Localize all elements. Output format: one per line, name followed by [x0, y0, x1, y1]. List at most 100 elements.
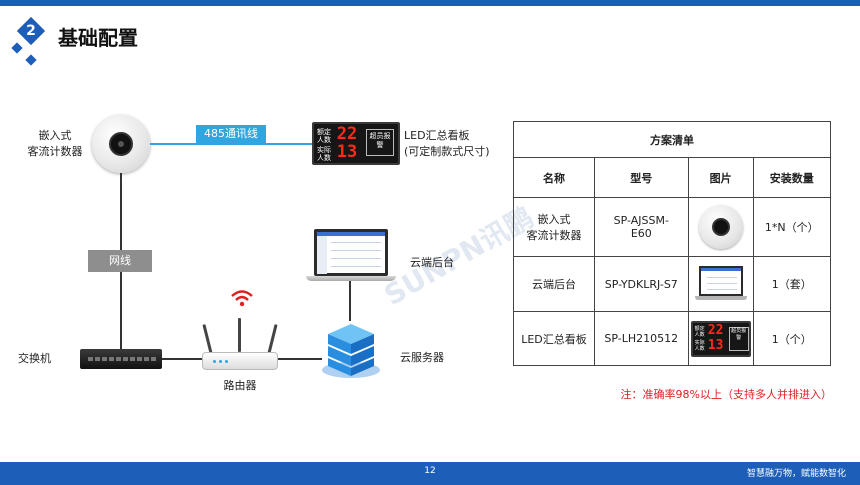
led-board-icon: 额定 人数 22 实际 人数 13 超员报警	[312, 122, 400, 165]
led-row2-value: 13	[336, 142, 358, 162]
switch-port	[116, 357, 121, 361]
router-antenna	[238, 318, 241, 352]
camera-label-line: 嵌入式	[38, 129, 72, 142]
row-image	[687, 197, 754, 257]
laptop-screen-sidebar	[317, 236, 327, 274]
switch-port	[144, 357, 149, 361]
switch-port	[130, 357, 135, 361]
row-image: 额定 人数 22 实际 人数 13 超员报警	[687, 311, 754, 366]
row-model: SP-LH210512	[593, 311, 689, 366]
camera-lens	[109, 132, 133, 156]
cloud-backend-label: 云端后台	[410, 256, 454, 269]
page-number: 12	[424, 466, 436, 476]
row-model: SP-AJSSM- E60	[593, 197, 689, 257]
led-mini-side: 超员报警	[728, 326, 749, 351]
decor-diamond-icon	[11, 42, 23, 54]
router-led	[219, 360, 222, 363]
switch-port	[137, 357, 142, 361]
camera-label-line: 客流计数器	[27, 145, 83, 158]
laptop-screen-row	[331, 266, 381, 267]
camera-label: 嵌入式 客流计数器	[22, 128, 88, 160]
rs485-connection-line	[150, 143, 312, 145]
plan-header-model: 型号	[593, 157, 689, 198]
router-led	[225, 360, 228, 363]
top-accent-bar	[0, 0, 860, 6]
switch-port	[95, 357, 100, 361]
accuracy-note: 注：准确率98%以上（支持多人并排进入）	[620, 388, 832, 401]
decor-diamond-icon	[25, 54, 37, 66]
cloud-server-icon	[322, 324, 380, 378]
router-antenna	[267, 324, 278, 354]
laptop-screen-row	[706, 283, 737, 284]
led-label-text: 实际	[317, 146, 331, 154]
backend-server-line	[349, 281, 351, 321]
switch-label: 交换机	[18, 352, 51, 365]
camera-lens	[711, 218, 730, 236]
led-side-panel: 超员报警	[366, 129, 394, 156]
switch-port	[123, 357, 128, 361]
row-qty: 1（个）	[752, 311, 832, 366]
row-model-line: E60	[630, 227, 652, 240]
row-model-line: SP-AJSSM-	[613, 214, 669, 227]
led-label-line: (可定制款式尺寸)	[404, 145, 490, 158]
plan-header-name: 名称	[513, 157, 595, 198]
router-server-line	[278, 358, 322, 360]
cloud-server-label: 云服务器	[400, 351, 444, 364]
plan-table-title: 方案清单	[513, 121, 831, 158]
row-image	[687, 256, 754, 312]
led-row2-label: 实际 人数	[317, 146, 331, 162]
switch-port	[109, 357, 114, 361]
plan-header-qty: 安装数量	[752, 157, 832, 198]
rs485-tag: 485通讯线	[196, 125, 266, 143]
led-label-text: 实际	[694, 339, 705, 346]
laptop-screen-header	[700, 268, 741, 271]
led-mini-label: 额定 人数	[695, 326, 705, 338]
laptop-icon	[694, 266, 747, 302]
table-row: LED汇总看板 SP-LH210512 额定 人数 22 实际 人数 13 超员…	[513, 311, 832, 366]
led-label-text: 人数	[694, 331, 705, 338]
switch-port	[88, 357, 93, 361]
led-label-text: 额定	[694, 325, 705, 332]
laptop-screen-row	[331, 258, 381, 259]
led-board-label: LED汇总看板 (可定制款式尺寸)	[404, 128, 512, 160]
led-label-text: 人数	[694, 345, 705, 352]
led-label-line: LED汇总看板	[404, 129, 470, 142]
row-qty: 1*N（个）	[752, 197, 832, 257]
led-mini-label: 实际 人数	[695, 340, 705, 352]
row-name-line: 嵌入式	[537, 213, 571, 226]
led-row1-value: 22	[336, 124, 358, 144]
row-name: 嵌入式 客流计数器	[513, 197, 595, 257]
table-row: 嵌入式 客流计数器 SP-AJSSM- E60 1*N（个）	[513, 197, 832, 257]
row-name-line: 客流计数器	[526, 229, 582, 242]
led-label-text: 额定	[317, 128, 331, 136]
led-label-text: 人数	[317, 154, 331, 162]
laptop-screen-row	[706, 277, 737, 278]
router-antenna	[202, 324, 213, 354]
laptop-screen-row	[331, 242, 381, 243]
plan-header-image: 图片	[687, 157, 754, 198]
wifi-signal-icon	[231, 290, 253, 307]
section-number: 2	[26, 23, 36, 39]
switch-port	[151, 357, 156, 361]
laptop-screen-row	[331, 250, 381, 251]
router-led	[213, 360, 216, 363]
router-icon	[202, 352, 278, 370]
led-label-text: 人数	[317, 136, 331, 144]
led-board-icon: 额定 人数 22 实际 人数 13 超员报警	[690, 320, 751, 357]
section-badge: 2	[16, 16, 46, 46]
page-title: 基础配置	[58, 26, 138, 50]
people-counter-camera-icon	[92, 115, 150, 173]
switch-router-line	[162, 358, 202, 360]
camera-icon	[698, 205, 743, 249]
laptop-base	[694, 296, 747, 300]
footer-bar: 12 智慧融万物，赋能数智化	[0, 462, 860, 485]
cloud-backend-laptop-icon	[314, 229, 388, 276]
row-qty: 1（套）	[752, 256, 832, 312]
switch-port	[102, 357, 107, 361]
router-label: 路由器	[223, 379, 257, 392]
led-board-mini: 额定 人数 22 实际 人数 13 超员报警	[690, 320, 751, 357]
row-name: LED汇总看板	[513, 311, 595, 366]
footer-slogan: 智慧融万物，赋能数智化	[746, 469, 846, 479]
laptop-screen-row	[706, 289, 737, 290]
laptop-screen-header	[317, 232, 385, 236]
